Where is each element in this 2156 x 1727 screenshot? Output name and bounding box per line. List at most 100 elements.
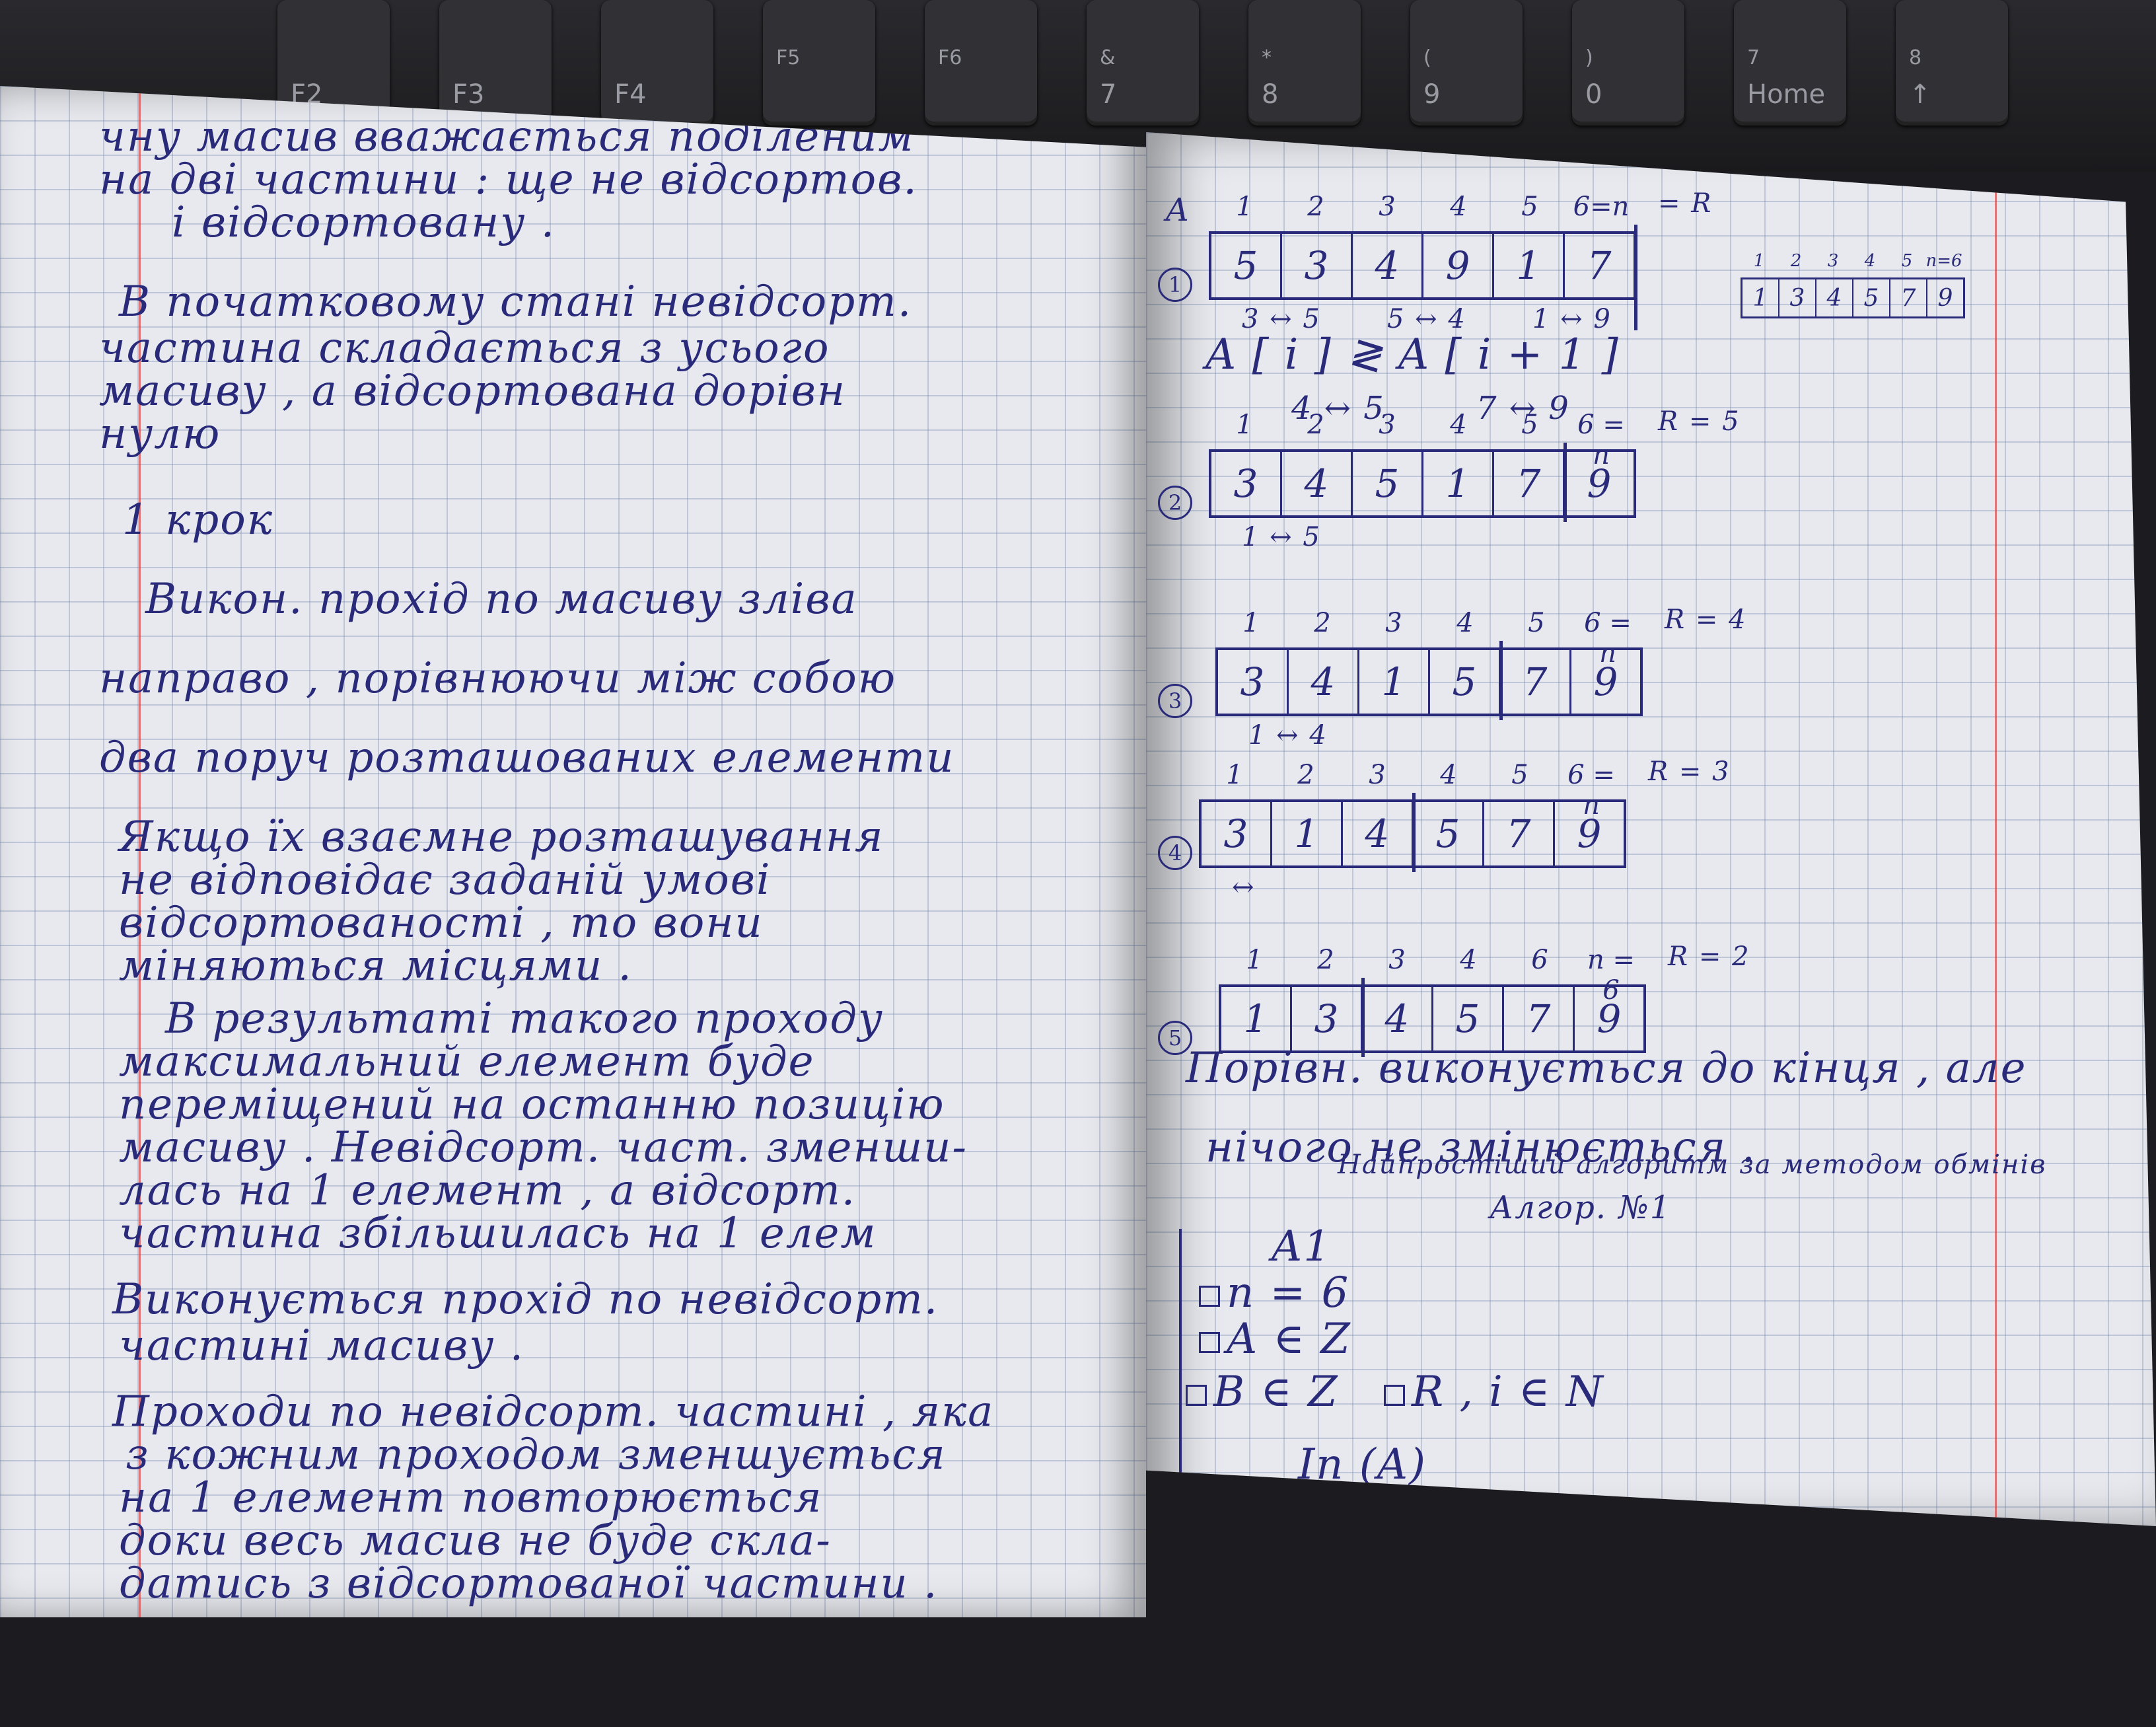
handwritten-line: Якщо їх взаємне розташування [119,813,884,862]
declaration-text: R , i ∈ N [1412,1368,1604,1416]
index-label: 1 [1753,251,1765,271]
checkbox-square [1186,1384,1207,1406]
index-label: 2 [1317,945,1334,975]
handwritten-line: два поруч розташованих елементи [99,733,955,782]
index-label: 5 [1901,251,1913,271]
keyboard-key: F4 [601,0,713,126]
handwritten-line: Викон. прохід по масиву зліва [145,575,858,624]
index-label: n=6 [1925,251,1962,271]
sorted-boundary-line [1499,641,1503,720]
array-cell: 5 [1211,234,1282,297]
sorted-boundary-line [1412,793,1416,872]
handwritten-line: не відповідає заданій умові [119,856,772,904]
keyboard-key: F3 [439,0,552,126]
handwritten-line: відсортованості , то вони [119,899,764,947]
handwritten-line: масиву , а відсортована дорівн [99,367,847,416]
declaration-text: n = 6 [1227,1268,1350,1317]
algorithm-name: A1 [1272,1222,1332,1271]
key-bottom-label: F3 [452,79,485,110]
array-cell: 9 [1423,234,1494,297]
declaration-text: A ∈ Z [1227,1315,1351,1364]
index-label: 5 [1511,760,1528,790]
index-label: 6 = n [1567,760,1615,821]
key-bottom-label: 9 [1423,79,1441,110]
array-cell: 7 [1587,243,1612,288]
key-bottom-label: F4 [614,79,647,110]
array-cell: 1 [1359,650,1430,714]
array-cell: 1 [1743,279,1779,316]
array-name: A [1166,192,1190,229]
array-cell: 4 [1343,802,1414,865]
handwritten-line: максимальний елемент буде [119,1037,815,1086]
index-label: 4 [1440,760,1457,790]
index-label: 2 [1314,608,1331,638]
array-cell: 7 [1494,452,1565,515]
keyboard-key: 8↑ [1896,0,2008,126]
keyboard-key: )0 [1572,0,1684,126]
index-label: 5 [1528,608,1545,638]
algorithm-title: Найпростіший алгоритм за методом обмінів [1338,1150,2047,1180]
array-cell: 3 [1211,452,1282,515]
handwritten-line: 1 крок [122,496,273,544]
handwritten-line: В початковому стані невідсорт. [119,277,913,326]
array-cell: 1 [1272,802,1343,865]
input-statement: In (A) [1298,1440,1427,1489]
array-cell: 3 [1202,802,1272,865]
index-label: 3 [1827,251,1839,271]
index-label: 6 [1531,945,1548,975]
index-label: 6=n [1573,192,1630,222]
index-label: 5 [1521,192,1538,222]
array-cell: 4 [1282,452,1353,515]
boundary-label: R = 3 [1648,756,1731,787]
checkbox-square [1199,1285,1220,1307]
array-cell: 7 [1504,987,1575,1050]
step-number-circle: 5 [1158,1021,1192,1055]
swap-annotation: 3 ↔ 5 [1242,304,1321,334]
index-label: 3 [1379,192,1396,222]
handwritten-line: масиву . Невідсорт. част. зменши- [119,1123,968,1172]
handwritten-line: Найбільша " бульбашка " випливає [126,1625,953,1674]
key-bottom-label: Home [1747,79,1826,110]
array-cell: 5 [1414,802,1484,865]
handwritten-line: і відсортовану . [172,198,556,247]
array-cell: 9 [1597,996,1622,1041]
boundary-label: R = 5 [1658,406,1741,437]
array-cell: 9 [1937,284,1953,312]
array-cell: 3 [1292,987,1363,1050]
array-cell: 3 [1282,234,1353,297]
keyboard-key: F6 [925,0,1037,126]
keyboard-key: F5 [763,0,875,126]
handwritten-line: датись з відсортованої частини . [119,1559,939,1608]
handwritten-line: на дві частини : ще не відсортов. [99,155,918,204]
handwritten-line: з кожним проходом зменшується [126,1430,947,1479]
array-cell: 5 [1853,279,1890,316]
index-label: 4 [1460,945,1477,975]
key-top-label: & [1100,46,1116,69]
index-label: 4 [1456,608,1474,638]
keyboard-key: &7 [1087,0,1199,126]
index-label: 3 [1385,608,1402,638]
keyboard-key: *8 [1248,0,1361,126]
sorted-boundary-line [1634,225,1637,330]
sorted-boundary-line [1361,978,1365,1057]
step-number-circle: 2 [1158,486,1192,520]
algorithm-subtitle: Алгор. №1 [1490,1189,1672,1226]
key-top-label: ( [1423,46,1431,69]
index-label: 4 [1450,410,1467,440]
step-number-circle: 4 [1158,836,1192,870]
checkbox-square [1199,1331,1220,1353]
array-cell: 4 [1816,279,1853,316]
index-label: 3 [1369,760,1386,790]
array-cell: 9 [1587,461,1612,506]
keyboard-key: (9 [1410,0,1523,126]
handwritten-line: нулю [99,410,221,459]
declaration: A ∈ Z [1199,1315,1351,1364]
key-bottom-label: 8 [1262,79,1279,110]
comparison-formula: A [ i ] ≷ A [ i + 1 ] [1205,330,1620,379]
